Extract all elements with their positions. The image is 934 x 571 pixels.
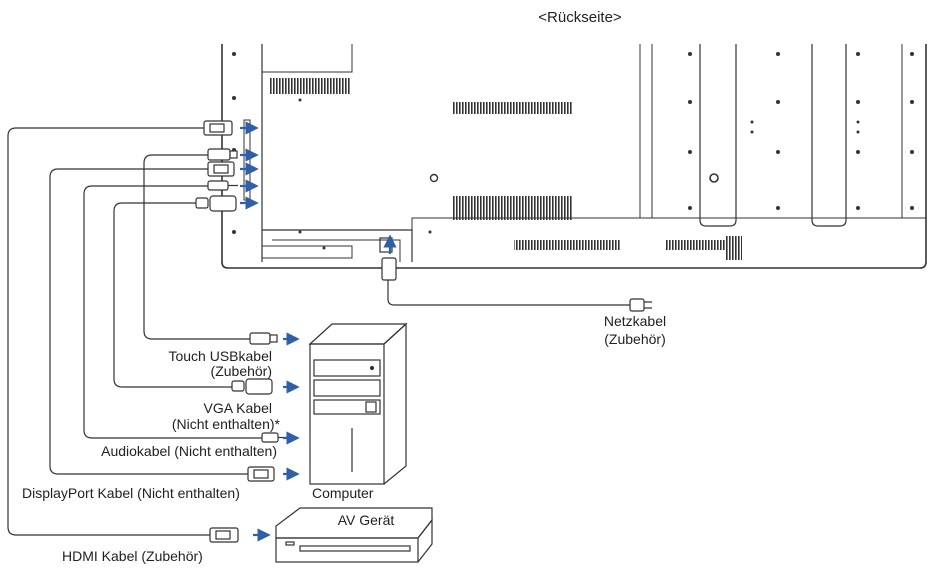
power-cable-note: (Zubehör)	[604, 331, 666, 347]
monitor-rear-panel	[221, 44, 927, 269]
av-device-label: AV Gerät	[337, 512, 395, 528]
power-cable-label: Netzkabel	[603, 313, 667, 329]
cable-plugs	[195, 120, 652, 543]
displayport-cable-line	[49, 168, 248, 475]
input-port-block	[243, 119, 393, 259]
displayport-label: DisplayPort Kabel (Nicht enthalten)	[22, 485, 240, 501]
power-cable-line	[387, 280, 630, 306]
connection-arrows	[240, 121, 397, 542]
vent-grilles	[270, 78, 742, 260]
av-device	[275, 507, 433, 563]
panel-screws	[232, 52, 914, 250]
vga-label: VGA Kabel	[203, 400, 273, 416]
cable-lines	[7, 127, 630, 536]
audio-cable-line	[83, 185, 262, 439]
vga-cable-line	[113, 202, 232, 388]
computer-tower	[308, 322, 408, 485]
computer-label: Computer	[312, 485, 374, 501]
audio-label: Audiokabel (Nicht enthalten)	[101, 443, 277, 459]
touch-usb-note: (Zubehör)	[210, 363, 272, 379]
page-title: <Rückseite>	[538, 9, 622, 26]
vga-note: (Nicht enthalten)*	[171, 416, 280, 432]
touch-usb-cable-line	[143, 154, 250, 340]
hdmi-label: HDMI Kabel (Zubehör)	[62, 548, 203, 564]
hdmi-cable-line	[7, 127, 210, 536]
touch-usb-label: Touch USBkabel	[168, 348, 272, 364]
